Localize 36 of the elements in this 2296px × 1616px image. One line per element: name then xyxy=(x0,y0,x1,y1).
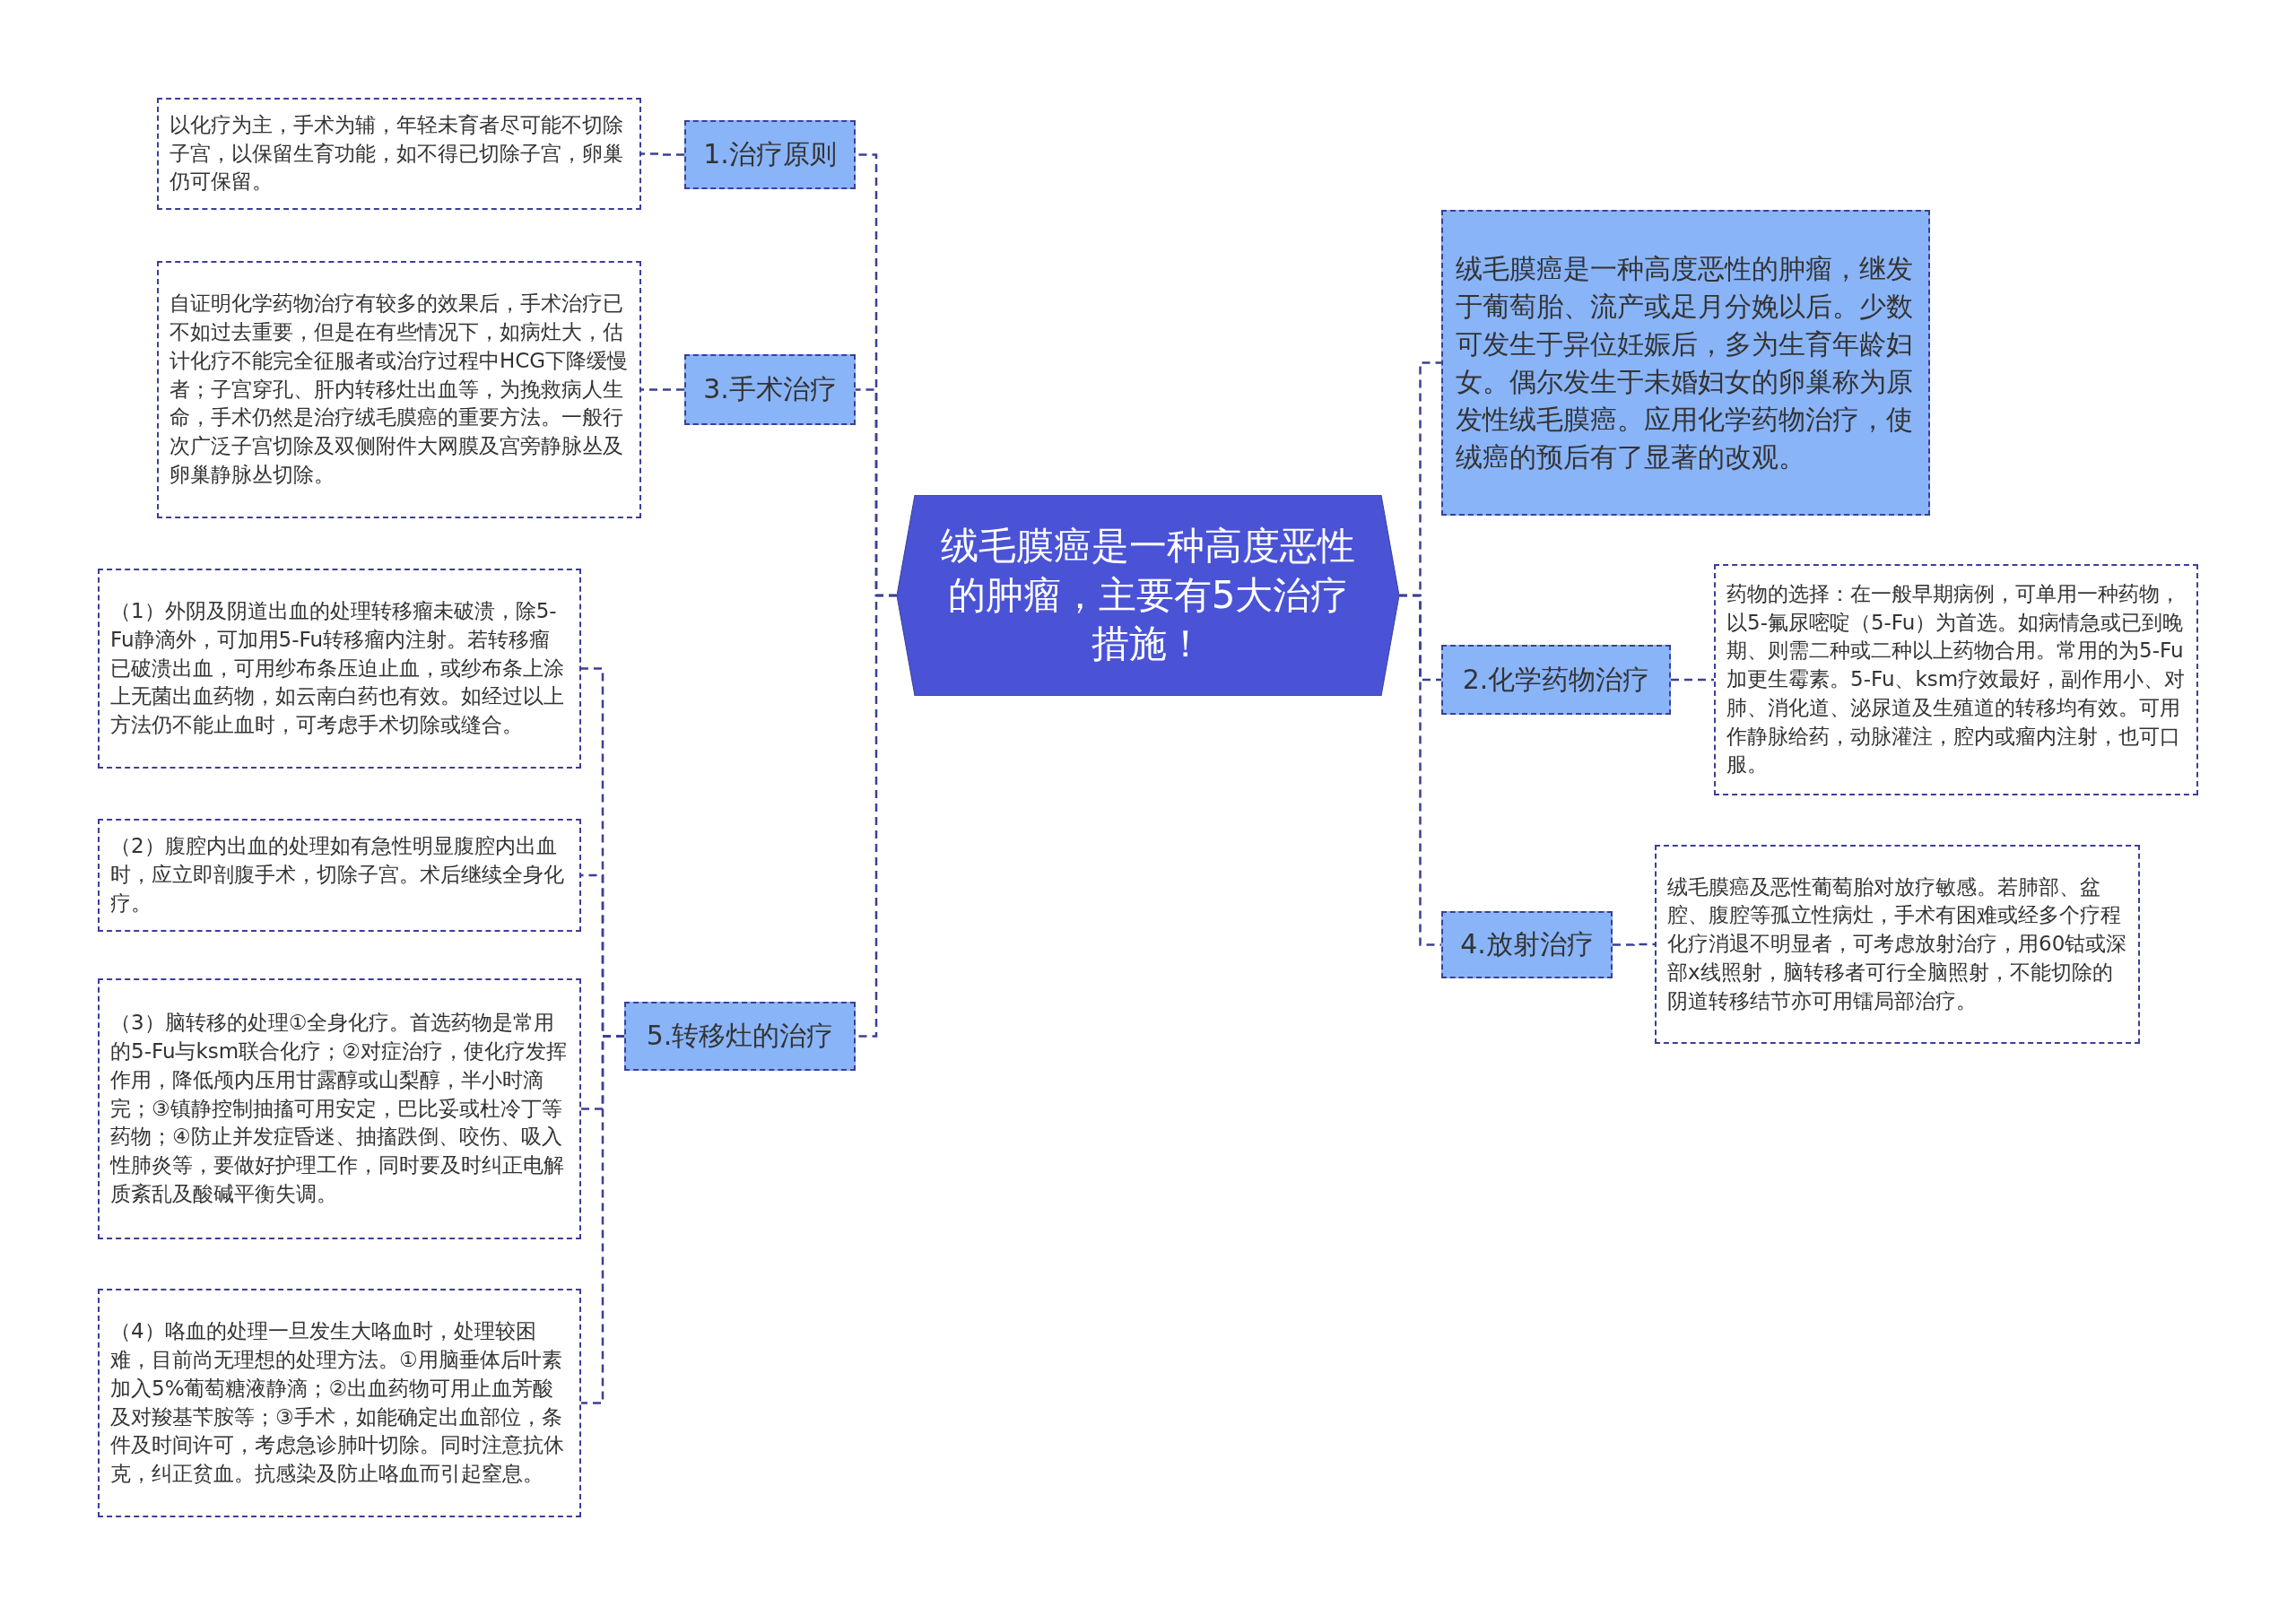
note-box xyxy=(98,569,581,769)
branch-box xyxy=(624,1002,856,1071)
note-box xyxy=(98,978,581,1239)
connector-line xyxy=(641,388,684,391)
note-text: 以化疗为主，手术为辅，年轻未育者尽可能不切除子宫，以保留生育功能，如不得已切除子宫，卵巢仍可保留。 xyxy=(170,111,624,195)
note-text: 药物的选择：在一般早期病例，可单用一种药物，以5-氟尿嘧啶（5-Fu）为首选。如病情急或已到晚期、则需二种或二种以上药物合用。常用的为5-Fu加更生霉素。5-Fu、ksm疗效最好，副作用小、对肺、消化道、泌尿道及生殖道的转移均有效。可用作静脉给药，动脉灌注，腔内或瘤内注射，也可口服。 xyxy=(1726,580,2186,778)
branch-label: 4.放射治疗 xyxy=(1460,927,1594,961)
branch-label: 2.化学药物治疗 xyxy=(1462,662,1650,697)
branch-box xyxy=(684,354,856,425)
note-text: （3）脑转移的处理①全身化疗。首选药物是常用的5-Fu与ksm联合化疗；②对症治疗，使化疗发挥作用，降低颅内压用甘露醇或山梨醇，半小时滴完；③镇静控制抽搐可用安定，巴比妥或杜冷丁等药物；④防止并发症昏迷、抽搐跌倒、咬伤、吸入性肺炎等，要做好护理工作，同时要及时纠正电解质紊乱及酸碱平衡失调。 xyxy=(110,1010,568,1207)
branch-label: 3.手术治疗 xyxy=(703,372,837,406)
branch-box xyxy=(1441,645,1671,715)
summary-text: 绒毛膜癌是一种高度恶性的肿瘤，继发于葡萄胎、流产或足月分娩以后。少数可发生于异位妊娠后，多为生育年龄妇女。偶尔发生于未婚妇女的卵巢称为原发性绒毛膜癌。应用化学药物治疗，使绒癌的预后有了显著的改观。 xyxy=(1456,251,1914,474)
branch-label: 1.治疗原则 xyxy=(703,137,837,171)
branch-box xyxy=(684,120,856,189)
connector-line xyxy=(581,1035,624,1404)
note-box xyxy=(98,1289,581,1517)
note-box xyxy=(157,261,641,518)
topic-title: 绒毛膜癌是一种高度恶性的肿瘤，主要有5大治疗措施！ xyxy=(940,523,1356,668)
note-text: 绒毛膜癌及恶性葡萄胎对放疗敏感。若肺部、盆腔、腹腔等孤立性病灶，手术有困难或经多个疗程化疗消退不明显者，可考虑放射治疗，用60钴或深部x线照射，脑转移者可行全脑照射，不能切除的阴道转移结节亦可用镭局部治疗。 xyxy=(1667,873,2127,1014)
note-box xyxy=(1655,845,2140,1044)
note-box xyxy=(98,819,581,932)
branch-box xyxy=(1441,911,1613,978)
connector-line xyxy=(1671,678,1714,682)
note-text: （4）咯血的处理一旦发生大咯血时，处理较困难，目前尚无理想的处理方法。①用脑垂体后叶素加入5%葡萄糖液静滴；②出血药物可用止血芳酸及对羧基苄胺等；③手术，如能确定出血部位，条件及时间许可，考虑急诊肺叶切除。同时注意抗休克，纠正贫血。抗感染及防止咯血而引起窒息。 xyxy=(110,1318,565,1487)
connector-line xyxy=(641,152,684,156)
connector-line xyxy=(1613,943,1655,946)
note-text: （2）腹腔内出血的处理如有急性明显腹腔内出血时，应立即剖腹手术，切除子宫。术后继续全身化疗。 xyxy=(110,833,565,917)
note-text: （1）外阴及阴道出血的处理转移瘤未破溃，除5-Fu静滴外，可加用5-Fu转移瘤内注射。若转移瘤已破溃出血，可用纱布条压迫止血，或纱布条上涂上无菌出血药物，如云南白药也有效。如经过以上方法仍不能止血时，可考虑手术切除或缝合。 xyxy=(110,598,565,739)
summary-box xyxy=(1441,210,1930,516)
connector-line xyxy=(1399,594,1441,946)
note-box xyxy=(157,98,641,210)
branch-label: 5.转移灶的治疗 xyxy=(646,1019,834,1053)
note-text: 自证明化学药物治疗有较多的效果后，手术治疗已不如过去重要，但是在有些情况下，如病灶大，估计化疗不能完全征服者或治疗过程中HCG下降缓慢者；子宫穿孔、肝内转移灶出血等，为挽救病人生命，手术仍然是治疗绒毛膜癌的重要方法。一般行次广泛子宫切除及双侧附件大网膜及宫旁静脉丛及卵巢静脉丛切除。 xyxy=(170,291,629,488)
central-topic xyxy=(897,495,1399,696)
note-box xyxy=(1714,564,2198,795)
